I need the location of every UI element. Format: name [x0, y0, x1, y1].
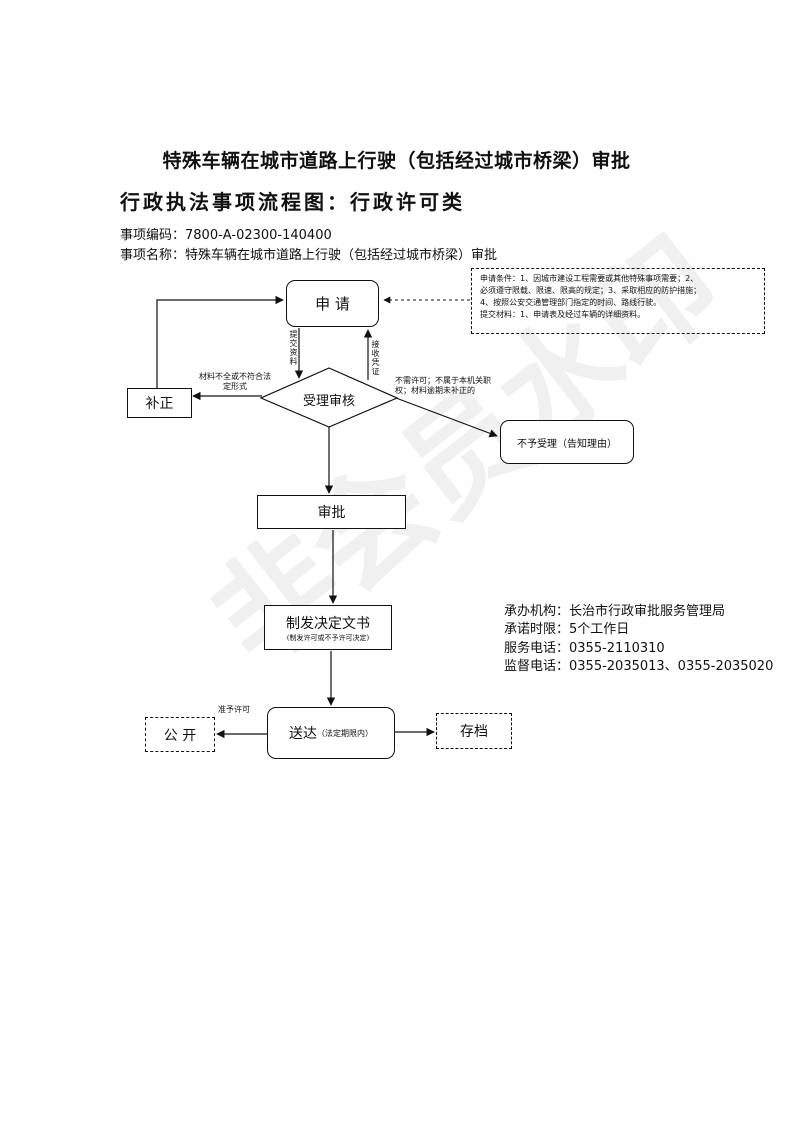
conditions-line-2: 必须遵守限载、限速、限高的规定；3、采取相应的防护措施；: [480, 286, 702, 295]
info-service-phone: 服务电话：0355-2110310: [504, 641, 665, 656]
page-subtitle: 行政执法事项流程图：行政许可类: [120, 190, 465, 214]
deliver-subtitle: （法定期限内）: [317, 728, 373, 738]
label-grant: 准予许可: [218, 705, 250, 714]
item-name: 事项名称：特殊车辆在城市道路上行驶（包括经过城市桥梁）审批: [120, 248, 498, 263]
conditions-line-3: 4、按照公安交通管理部门指定的时间、路线行驶。: [480, 298, 662, 307]
node-apply: 申 请: [286, 280, 379, 327]
item-code: 事项编码：7800-A-02300-140400: [120, 228, 332, 243]
info-supervise-phone: 监督电话：0355-2035013、0355-2035020: [504, 659, 774, 674]
arrow-to-reject: [395, 397, 498, 438]
label-incomplete: 材料不全或不符合法定形式: [199, 372, 271, 391]
node-decision: 制发决定文书 (制发许可或不予许可决定): [264, 605, 392, 650]
accept-review-diamond: [259, 367, 399, 428]
decision-title: 制发决定文书: [286, 615, 370, 632]
label-receive-certificate: 接收凭证: [371, 340, 380, 376]
node-approve: 审批: [257, 495, 406, 529]
conditions-line-4: 提交材料：1、申请表及经过车辆的详细资料。: [480, 310, 646, 319]
deliver-title: 送达: [289, 726, 317, 742]
info-agency: 承办机构：长治市行政审批服务管理局: [504, 604, 726, 619]
node-publish: 公 开: [145, 717, 215, 752]
decision-subtitle: (制发许可或不予许可决定): [286, 633, 370, 642]
label-submit-materials: 提交资料: [289, 330, 298, 366]
node-accept-review: 受理审核: [302, 394, 355, 409]
node-archive: 存档: [436, 713, 512, 749]
page-title: 特殊车辆在城市道路上行驶（包括经过城市桥梁）审批: [162, 150, 631, 172]
node-deliver: 送达 （法定期限内）: [267, 707, 395, 759]
info-time-limit: 承诺时限：5个工作日: [504, 622, 630, 637]
node-reject: 不予受理（告知理由）: [500, 420, 634, 464]
conditions-box: 申请条件：1、因城市建设工程需要或其他特殊事项需要；2、 必须遵守限载、限速、限…: [471, 268, 765, 334]
arrow-resubmit: [156, 295, 284, 388]
conditions-line-1: 申请条件：1、因城市建设工程需要或其他特殊事项需要；2、: [480, 274, 699, 283]
node-supplement: 补正: [127, 388, 192, 418]
label-reject-reason: 不需许可；不属于本机关职权；材料逾期未补正的: [395, 376, 491, 395]
